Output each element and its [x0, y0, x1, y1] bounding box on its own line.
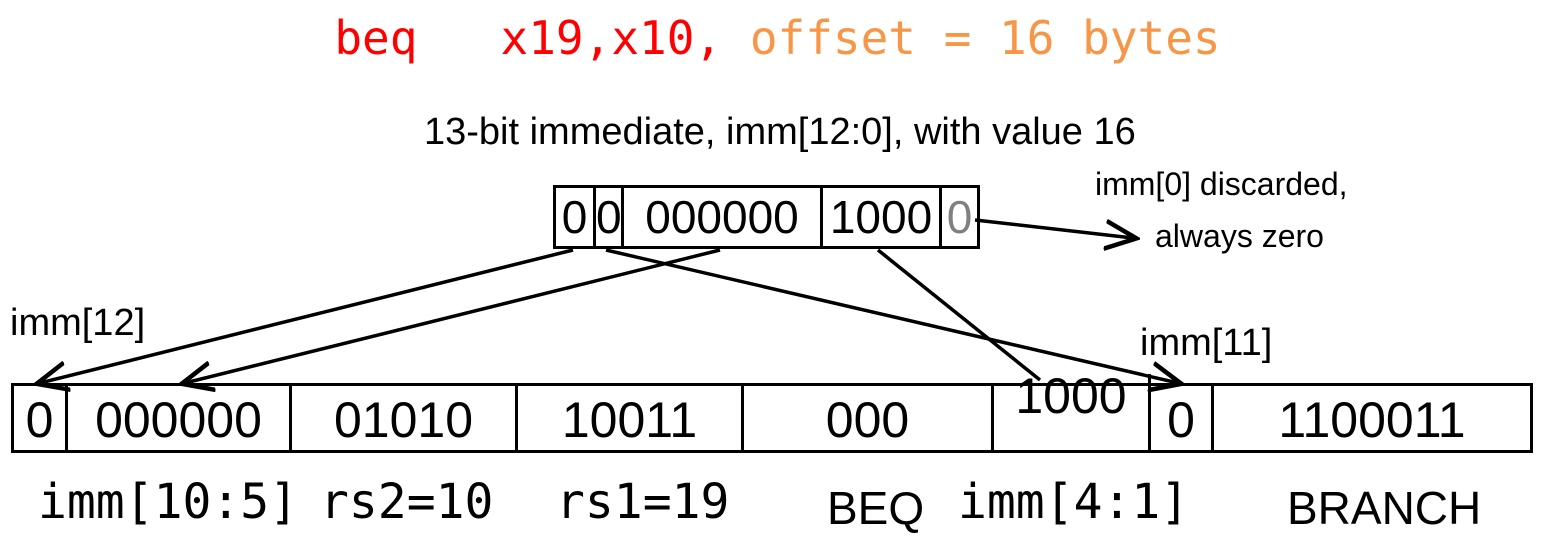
- discarded-note-line1: imm[0] discarded,: [1095, 166, 1348, 202]
- arrow-imm0: [974, 218, 1133, 238]
- field-imm4-1: 1000: [994, 371, 1151, 450]
- label-imm10-5: imm[10:5]: [38, 474, 299, 530]
- field-funct3: 000: [744, 386, 994, 450]
- field-opcode: 1100011: [1278, 392, 1466, 448]
- imm12-label: imm[12]: [10, 302, 146, 344]
- immediate-caption: 13-bit immediate, imm[12:0], with value …: [424, 111, 1136, 153]
- title-registers: x19,x10,: [500, 11, 723, 65]
- imm-bits-4-1: 1000: [823, 188, 942, 246]
- imm-bit-0: 0: [946, 191, 973, 243]
- label-branch: BRANCH: [1287, 482, 1482, 534]
- field-rs1: 10011: [518, 386, 744, 450]
- field-rs2: 01010: [292, 386, 518, 450]
- label-imm4-1: imm[4:1]: [958, 474, 1190, 530]
- instruction-encoding-box: 0 000000 01010 10011 000 1000 0 1100011: [11, 371, 1533, 453]
- arrow-imm4-1: [876, 248, 1042, 382]
- title-offset: offset = 16 bytes: [749, 11, 1221, 65]
- immediate-bits-box: 0 0 000000 1000 0: [553, 185, 980, 249]
- arrow-imm12: [40, 248, 574, 383]
- label-beq: BEQ: [827, 482, 925, 534]
- field-imm10-5: 000000: [68, 386, 292, 450]
- instruction-title: beq x19,x10, offset = 16 bytes: [0, 8, 1555, 68]
- imm-bits-10-5: 000000: [624, 188, 823, 246]
- field-imm12: 0: [14, 386, 68, 450]
- field-imm11: 0: [1151, 386, 1214, 450]
- label-rs2: rs2=10: [320, 474, 494, 530]
- discarded-note-line2: always zero: [1155, 218, 1324, 254]
- arrow-imm11: [605, 248, 1178, 383]
- imm-bit-11: 0: [596, 188, 624, 246]
- imm-bit-12: 0: [556, 188, 596, 246]
- title-mnemonic: beq: [334, 11, 418, 65]
- imm11-label: imm[11]: [1140, 322, 1273, 364]
- arrow-imm10-5: [185, 248, 721, 383]
- label-rs1: rs1=19: [556, 474, 730, 530]
